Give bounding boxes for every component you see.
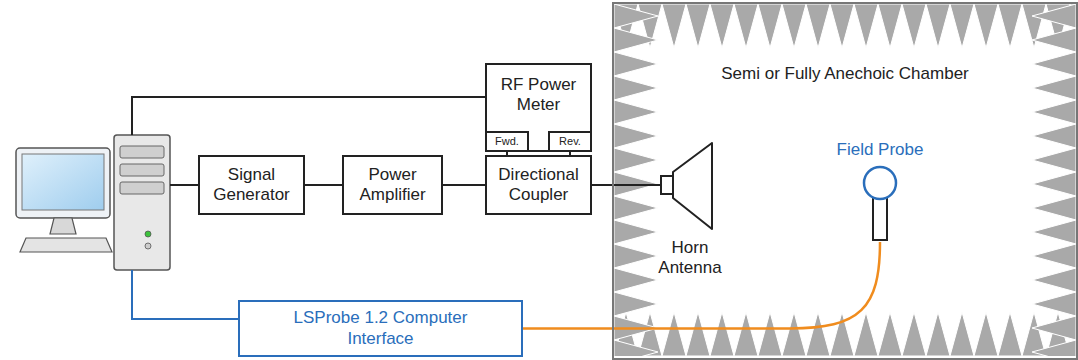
drive-bay: [120, 164, 164, 176]
absorber-bottom: [614, 312, 1076, 356]
port-box: Rev.: [548, 131, 592, 152]
absorber-wall: [614, 4, 1076, 356]
interface-box: LSProbe 1.2 Computer Interface: [238, 300, 523, 357]
box-label: Signal Generator: [206, 165, 297, 206]
antenna-label: Horn Antenna: [646, 238, 734, 279]
instrument-box: RF Power MeterFwd. Rev.: [485, 63, 592, 152]
computer-illustration: [16, 135, 170, 270]
rf-connection: [592, 184, 660, 186]
drive-bay: [120, 146, 164, 158]
rf-connection: [305, 184, 342, 186]
probe-sensor: [864, 167, 896, 199]
field-probe: Field Probe: [820, 140, 940, 242]
interface-wire: [132, 270, 238, 319]
horn-flare: [673, 143, 712, 229]
horn-shape: [660, 142, 720, 234]
keyboard: [20, 238, 112, 252]
port-box: Fwd.: [485, 131, 529, 152]
monitor-frame: [16, 148, 110, 218]
tower-case: [114, 135, 170, 270]
probe-label: Field Probe: [800, 140, 960, 160]
power-led: [145, 231, 151, 237]
port-label: Rev.: [559, 135, 581, 148]
control-wire: [170, 184, 198, 186]
absorber-right: [1032, 4, 1076, 356]
chamber-title: Semi or Fully Anechoic Chamber: [674, 64, 1016, 84]
chamber-region: Semi or Fully Anechoic ChamberHorn Anten…: [612, 2, 1078, 360]
instrument-box: Directional Coupler: [485, 155, 592, 215]
absorber-left: [614, 4, 658, 356]
control-wire: [132, 97, 485, 135]
instrument-box: Power Amplifier: [342, 155, 443, 215]
horn-feed: [661, 176, 673, 194]
box-label: Power Amplifier: [350, 165, 435, 206]
box-label: Directional Coupler: [493, 165, 584, 206]
box-label: LSProbe 1.2 Computer Interface: [281, 308, 481, 349]
port-label: Fwd.: [495, 135, 519, 148]
probe-stem: [873, 198, 887, 240]
absorber-top: [614, 4, 1076, 48]
computer-wires: [132, 97, 485, 319]
power-button: [145, 243, 151, 249]
rf-connection: [443, 184, 485, 186]
monitor-stand: [50, 218, 76, 234]
box-label: RF Power Meter: [491, 75, 586, 116]
instrument-box: Signal Generator: [198, 155, 305, 215]
drive-bay: [120, 182, 164, 194]
horn-antenna: Horn Antenna: [660, 142, 720, 292]
monitor-screen: [22, 154, 104, 210]
